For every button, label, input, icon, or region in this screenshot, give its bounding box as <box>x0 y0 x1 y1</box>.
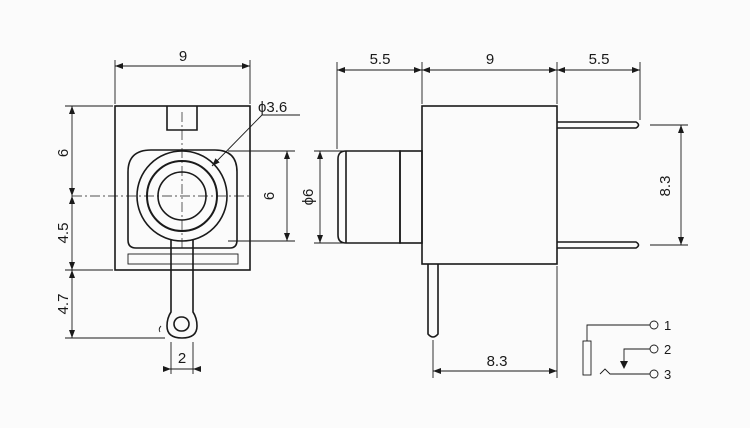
body-length-label: 9 <box>486 51 494 68</box>
inner-frame <box>127 149 238 249</box>
pin3-terminal <box>649 369 659 379</box>
hole-leader <box>211 114 263 167</box>
right-length-label: 5.5 <box>589 51 610 68</box>
pin2-wire <box>623 348 650 368</box>
barrel <box>337 150 401 244</box>
front-view: 9 6 4.5 4.7 2 ϕ3.6 6 <box>55 48 300 374</box>
arrowhead <box>163 366 171 372</box>
barrel-collar <box>399 150 423 244</box>
pin2-label: 2 <box>664 342 671 357</box>
pin1-wire <box>586 324 650 341</box>
middle-height-label: 4.5 <box>55 223 72 244</box>
right-pin-lower <box>557 241 640 249</box>
front-body-outline <box>114 105 251 271</box>
pin2-arrow <box>620 361 628 369</box>
pin1-label: 1 <box>664 318 671 333</box>
pin3-label: 3 <box>664 367 671 382</box>
bottom-length-label: 8.3 <box>487 353 508 370</box>
side-view: 5.5 9 5.5 ϕ6 8.3 8.3 <box>300 51 688 378</box>
jack-schematic: 1 2 3 <box>582 318 671 382</box>
solder-pin <box>166 240 198 339</box>
side-body <box>421 105 558 265</box>
top-height-label: 6 <box>55 149 72 157</box>
pin2-terminal <box>649 344 659 354</box>
left-length-label: 5.5 <box>370 51 391 68</box>
barrel-diameter-label: ϕ6 <box>300 189 317 206</box>
pin-mark <box>158 325 162 333</box>
sleeve-contact <box>582 340 592 376</box>
pin3-wire <box>599 368 650 375</box>
bottom-pin <box>427 264 439 338</box>
bottom-height-label: 4.7 <box>55 294 72 315</box>
pin-width-label: 2 <box>178 350 186 367</box>
arrowhead <box>193 366 201 372</box>
right-pin-upper <box>557 121 640 129</box>
base-strip <box>127 253 239 265</box>
ring-height-label: 6 <box>261 192 278 200</box>
pin1-terminal <box>649 320 659 330</box>
width-label: 9 <box>179 48 187 65</box>
pin-slot <box>173 316 190 332</box>
pin-spacing-label: 8.3 <box>657 176 674 197</box>
hole-diameter-label: ϕ3.6 <box>258 99 287 116</box>
